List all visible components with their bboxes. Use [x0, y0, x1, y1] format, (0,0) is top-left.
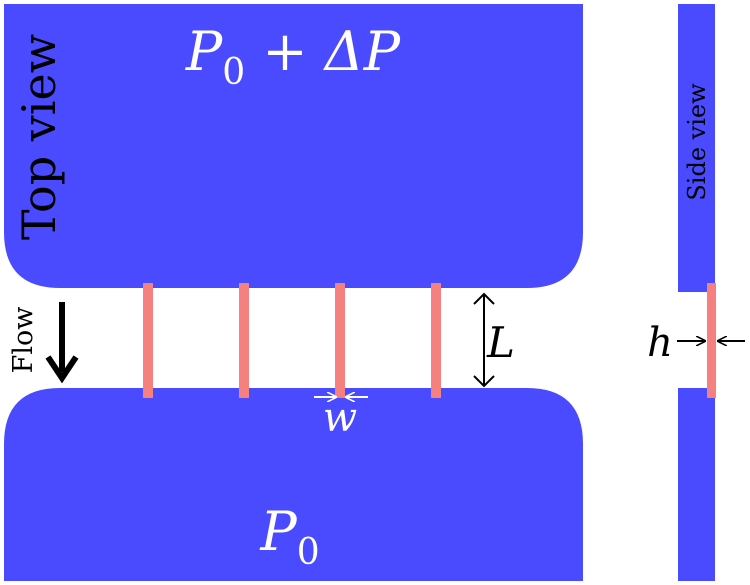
- side-top-reservoir: [678, 4, 715, 292]
- channel: [335, 283, 345, 398]
- bottom-reservoir: [4, 388, 583, 581]
- channel: [431, 283, 441, 398]
- side-bottom-reservoir: [678, 388, 715, 581]
- width-label: w: [323, 395, 357, 441]
- side-view-label: Side view: [683, 83, 711, 201]
- channels: [143, 283, 441, 398]
- length-label: L: [486, 318, 515, 367]
- double-arrow-icon: [473, 292, 495, 388]
- channel: [239, 283, 249, 398]
- height-label: h: [647, 320, 673, 366]
- down-arrow-icon: [45, 302, 79, 384]
- top-view-label: Top view: [12, 34, 66, 240]
- pressure-top-label: P0 + ΔP: [185, 20, 402, 93]
- flow-label: Flow: [8, 307, 39, 374]
- channel: [143, 283, 153, 398]
- pressure-bottom-label: P0: [259, 500, 319, 573]
- side-channel: [707, 283, 716, 398]
- top-reservoir: [4, 4, 583, 288]
